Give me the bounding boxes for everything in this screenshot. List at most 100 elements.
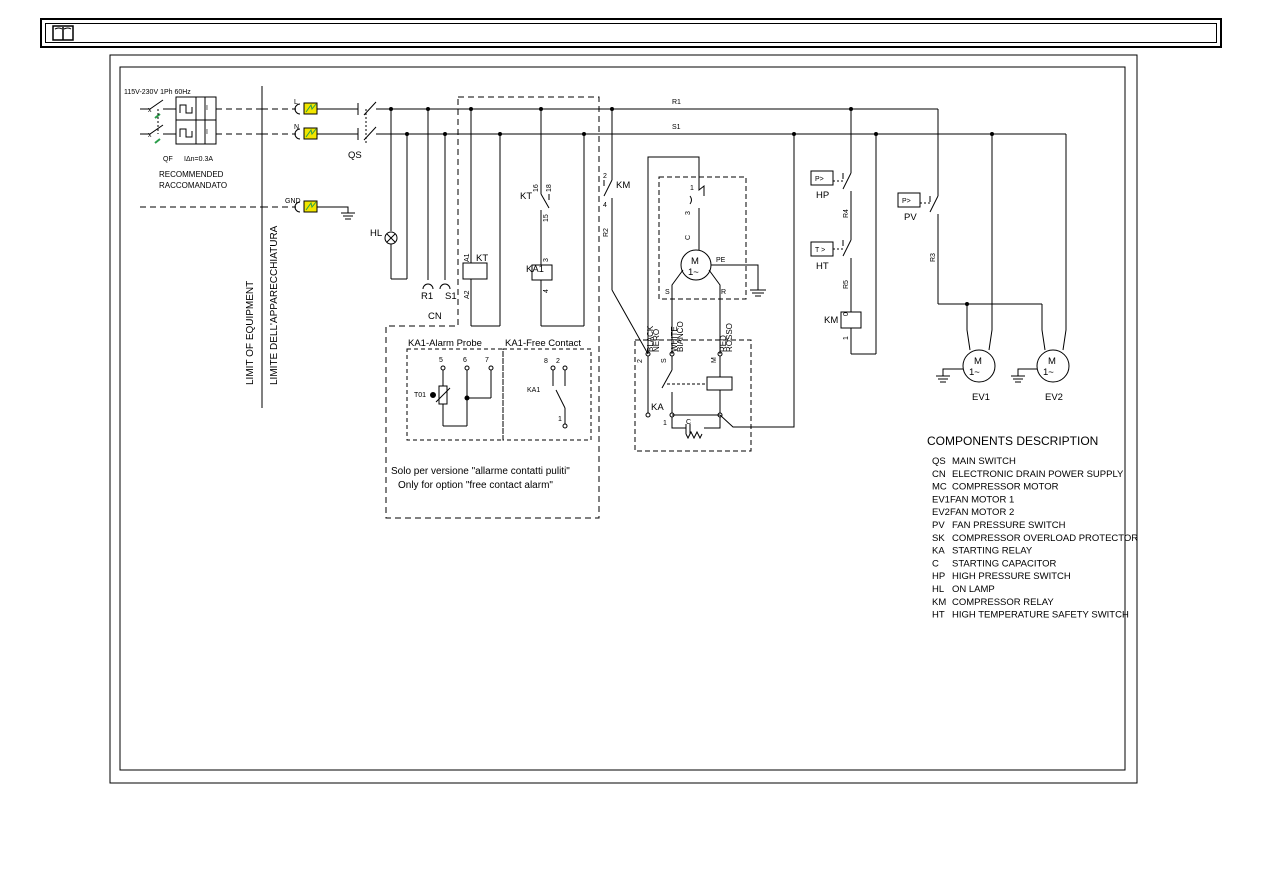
svg-text:S: S xyxy=(665,289,670,296)
svg-text:8: 8 xyxy=(544,358,548,365)
svg-text:R4: R4 xyxy=(843,209,850,218)
breaker-rating: IΔn=0.3A xyxy=(184,156,213,163)
svg-text:S: S xyxy=(661,358,668,363)
svg-text:BIANCO: BIANCO xyxy=(676,321,685,352)
svg-text:GND: GND xyxy=(285,198,301,205)
component-description: COMPRESSOR MOTOR xyxy=(952,482,1059,493)
svg-text:HL: HL xyxy=(370,228,382,239)
component-code: PV xyxy=(932,520,945,531)
svg-text:KM: KM xyxy=(824,315,838,326)
safety-chain: P> HP T > HT R4 R5 0 1 KM xyxy=(810,109,877,355)
pv-symbol: P> xyxy=(902,198,911,205)
svg-text:KM: KM xyxy=(616,180,630,191)
limit-en: LIMIT OF EQUIPMENT xyxy=(245,281,256,385)
component-description: HIGH PRESSURE SWITCH xyxy=(952,571,1071,582)
component-code: CN xyxy=(932,469,946,480)
svg-text:EV1: EV1 xyxy=(972,392,990,403)
probe-title: KA1-Alarm Probe xyxy=(408,338,482,349)
svg-text:T01: T01 xyxy=(414,392,426,399)
component-code: KA xyxy=(932,546,945,557)
svg-text:KA: KA xyxy=(651,402,664,413)
svg-text:WHITE: WHITE xyxy=(670,326,679,352)
ht-symbol: T > xyxy=(815,247,825,254)
component-description: HIGH TEMPERATURE SAFETY SWITCH xyxy=(952,610,1129,621)
svg-text:1: 1 xyxy=(843,336,850,340)
outer-frame xyxy=(109,54,1138,784)
svg-text:1~: 1~ xyxy=(969,367,980,378)
component-code: C xyxy=(932,558,939,569)
fuse-N xyxy=(294,127,318,140)
component-code: EV1 xyxy=(932,494,950,505)
option-note-it: Solo per versione "allarme contatti puli… xyxy=(391,466,570,477)
svg-text:5: 5 xyxy=(439,357,443,364)
component-code: HP xyxy=(932,571,945,582)
svg-text:HP: HP xyxy=(816,190,829,201)
svg-text:M: M xyxy=(711,357,718,363)
svg-text:1: 1 xyxy=(558,416,562,423)
component-code: HL xyxy=(932,584,944,595)
svg-text:7: 7 xyxy=(485,357,489,364)
component-description: ELECTRONIC DRAIN POWER SUPPLY xyxy=(952,469,1124,480)
svg-text:EV2: EV2 xyxy=(1045,392,1063,403)
option-note-en: Only for option "free contact alarm" xyxy=(398,480,553,491)
components-title: COMPONENTS DESCRIPTION xyxy=(927,434,1098,448)
svg-text:KT: KT xyxy=(476,253,488,264)
recommended-label: RECOMMENDED xyxy=(159,170,224,179)
kt-contact-ka1-coil: KT 16 18 15 3 4 KA1 xyxy=(520,109,585,327)
svg-text:x: x xyxy=(148,132,152,139)
component-code: QS xyxy=(932,456,946,467)
inner-frame xyxy=(119,66,1126,771)
svg-text:R: R xyxy=(721,289,726,296)
svg-text:C: C xyxy=(686,419,691,426)
header-bar xyxy=(40,18,1222,48)
option-box xyxy=(385,96,600,519)
svg-text:x: x xyxy=(148,107,152,114)
svg-text:2: 2 xyxy=(603,173,607,180)
timer-relay-KT: A1 A2 KT xyxy=(462,109,501,327)
svg-text:2: 2 xyxy=(637,359,644,363)
component-description: COMPRESSOR OVERLOAD PROTECTOR xyxy=(952,533,1138,544)
svg-text:M: M xyxy=(1048,356,1056,367)
svg-text:A1: A1 xyxy=(464,253,471,262)
component-description: MAIN SWITCH xyxy=(952,456,1016,467)
component-description: FAN PRESSURE SWITCH xyxy=(952,520,1066,531)
svg-text:C: C xyxy=(685,235,692,240)
svg-text:1~: 1~ xyxy=(1043,367,1054,378)
svg-text:16: 16 xyxy=(533,184,540,192)
svg-text:L: L xyxy=(294,99,298,106)
svg-text:N: N xyxy=(294,124,299,131)
svg-text:S1: S1 xyxy=(672,124,681,131)
lamp-HL: HL xyxy=(370,109,408,280)
svg-text:2: 2 xyxy=(556,358,560,365)
svg-text:S1: S1 xyxy=(445,291,457,302)
starting-relay-KA: 2 S M C KA 1 xyxy=(634,134,795,452)
component-description: STARTING CAPACITOR xyxy=(952,558,1056,569)
supply-voltage: 115V-230V 1Ph 60Hz xyxy=(124,89,191,96)
svg-text:R1: R1 xyxy=(672,99,681,106)
fan-section: P> PV R3 M 1~ EV1 M 1~ EV2 xyxy=(897,134,1070,403)
svg-text:R3: R3 xyxy=(930,253,937,262)
svg-text:KT: KT xyxy=(520,191,532,202)
component-code: EV2 xyxy=(932,507,950,518)
svg-text:HT: HT xyxy=(816,261,829,272)
bus-lines: R1 S1 xyxy=(376,99,1066,196)
supply-section: 115V-230V 1Ph 60Hz I I x x QF IΔn=0.3A R… xyxy=(124,89,262,208)
svg-text:1: 1 xyxy=(690,185,694,192)
svg-text:NERO: NERO xyxy=(652,329,661,352)
component-description: ON LAMP xyxy=(952,584,995,595)
free-contact-title: KA1-Free Contact xyxy=(505,338,581,349)
svg-text:M: M xyxy=(974,356,982,367)
terminal-connectors: L N GND xyxy=(262,99,358,220)
svg-text:PE: PE xyxy=(716,257,726,264)
hp-symbol: P> xyxy=(815,176,824,183)
svg-text:4: 4 xyxy=(603,202,607,209)
component-code: HT xyxy=(932,610,945,621)
svg-text:1: 1 xyxy=(663,420,667,427)
component-code: KM xyxy=(932,597,946,608)
svg-text:QS: QS xyxy=(348,150,362,161)
component-description: FAN MOTOR 1 xyxy=(950,494,1014,505)
svg-text:ROSSO: ROSSO xyxy=(725,323,734,352)
svg-text:1~: 1~ xyxy=(688,267,699,278)
component-code: SK xyxy=(932,533,945,544)
